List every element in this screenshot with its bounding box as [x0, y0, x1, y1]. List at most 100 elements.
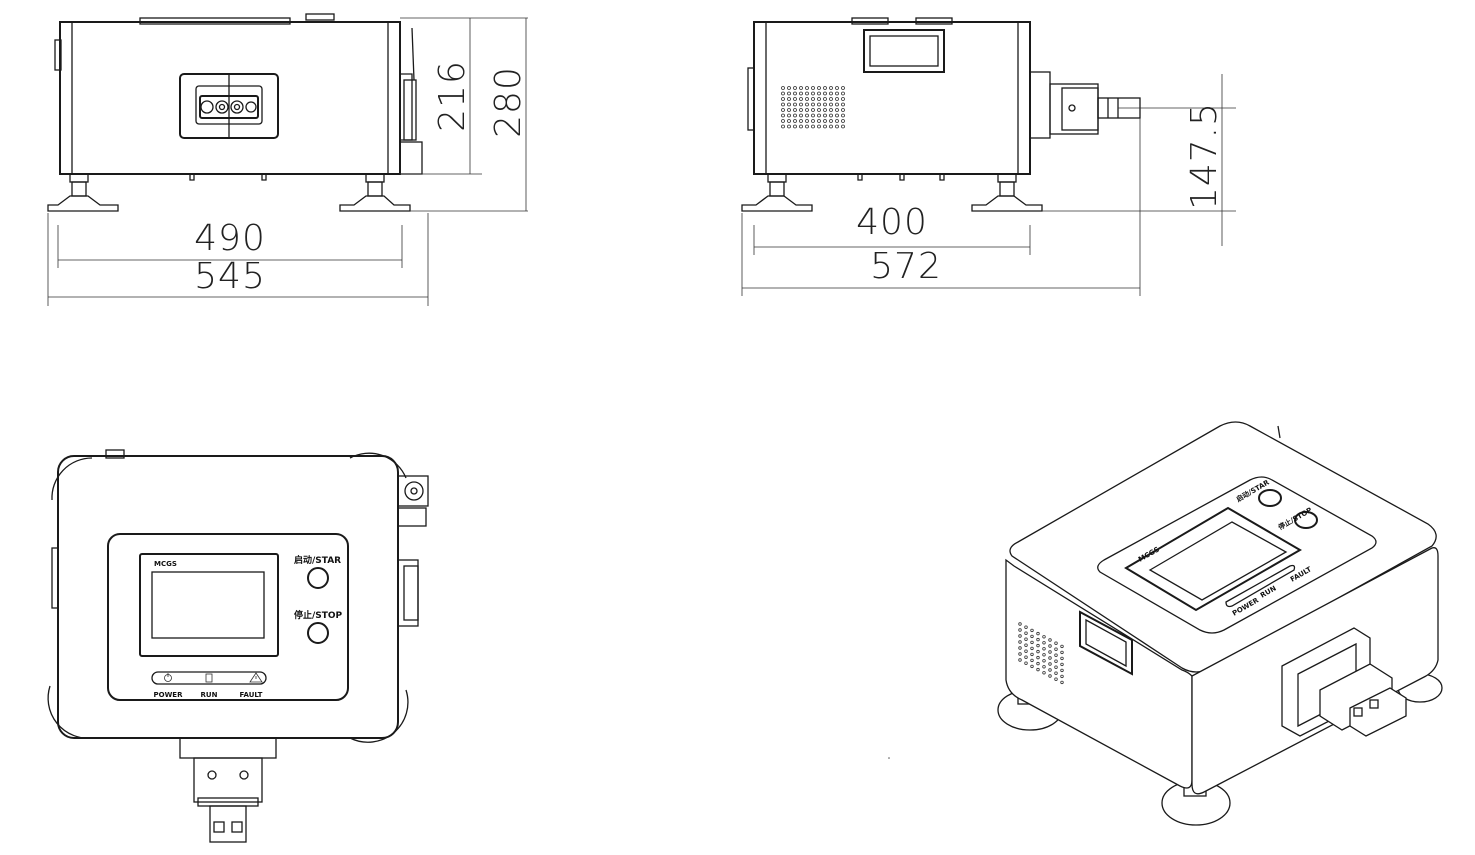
side-body: [753, 21, 1031, 175]
dim-front-width-inner: 490: [194, 218, 266, 259]
vent-hole: [799, 97, 803, 101]
front-foot-right: [339, 173, 411, 212]
vent-hole: [1030, 634, 1034, 639]
vent-hole: [793, 113, 797, 118]
vent-hole: [1048, 644, 1052, 648]
vent-hole: [1048, 638, 1052, 642]
vent-hole: [817, 102, 821, 107]
dim-side-connector-height: 147.5: [1184, 102, 1225, 210]
power-icon: [164, 673, 172, 682]
stray-mark: [888, 757, 890, 759]
dim-side-width-outer: 572: [870, 246, 942, 287]
vent-hole: [1030, 664, 1034, 669]
iso-stop-button[interactable]: [1294, 511, 1318, 529]
vent-hole: [1042, 647, 1046, 651]
stop-button[interactable]: [307, 622, 329, 644]
vent-hole: [1060, 656, 1064, 661]
vent-hole: [841, 86, 845, 90]
vent-hole: [829, 124, 833, 129]
vent-hole: [793, 91, 797, 96]
vent-hole: [811, 102, 815, 107]
vent-hole: [1060, 644, 1064, 649]
vent-hole: [1024, 637, 1028, 641]
vent-hole: [829, 119, 833, 123]
vent-hole: [1030, 640, 1034, 645]
hmi-screen: [151, 571, 265, 639]
vent-hole: [823, 86, 827, 90]
vent-hole: [823, 108, 827, 112]
vent-hole: [1018, 646, 1022, 650]
vent-hole: [799, 91, 803, 96]
vent-hole: [1042, 665, 1046, 669]
vent-hole: [835, 113, 839, 118]
vent-hole: [829, 113, 833, 118]
vent-hole: [787, 124, 791, 129]
vent-hole: [1042, 635, 1046, 639]
vent-hole: [1054, 671, 1058, 675]
vent-hole: [1024, 625, 1028, 629]
vent-hole: [1060, 668, 1064, 673]
vent-hole: [781, 86, 785, 90]
vent-hole: [841, 97, 845, 101]
start-button[interactable]: [307, 567, 329, 589]
vent-hole: [823, 97, 827, 101]
vent-hole: [805, 102, 809, 107]
vent-hole: [835, 91, 839, 96]
vent-hole: [811, 124, 815, 129]
vent-hole: [829, 102, 833, 107]
vent-hole: [1036, 667, 1040, 672]
vent-hole: [829, 97, 833, 101]
vent-hole: [787, 102, 791, 107]
vent-hole: [805, 113, 809, 118]
vent-hole: [1054, 677, 1058, 681]
indicator-power-label: POWER: [154, 691, 184, 699]
vent-hole: [1060, 662, 1064, 667]
vent-hole: [1048, 674, 1052, 678]
vent-hole: [811, 86, 815, 90]
vent-hole: [811, 108, 815, 112]
front-body: [59, 21, 401, 175]
vent-hole: [841, 113, 845, 118]
vent-hole: [1054, 647, 1058, 651]
vent-hole: [841, 108, 845, 112]
vent-hole: [781, 108, 785, 112]
vent-hole: [841, 91, 845, 96]
indicator-run-label: RUN: [201, 691, 218, 699]
vent-hole: [835, 124, 839, 129]
vent-hole: [781, 124, 785, 129]
vent-hole: [1030, 652, 1034, 657]
vent-hole: [781, 102, 785, 107]
control-panel: [107, 533, 349, 701]
vent-hole: [781, 113, 785, 118]
vent-hole: [1030, 646, 1034, 651]
side-foot-left: [741, 173, 813, 212]
vent-hole: [805, 86, 809, 90]
vent-hole: [1042, 659, 1046, 663]
vent-hole: [799, 119, 803, 123]
vent-hole: [835, 86, 839, 90]
iso-screen: [1148, 521, 1288, 601]
vent-hole: [793, 97, 797, 101]
vent-hole: [787, 108, 791, 112]
vent-hole: [1036, 649, 1040, 654]
screen-brand: MCGS: [154, 560, 177, 568]
vent-hole: [817, 124, 821, 129]
iso-start-button[interactable]: [1258, 489, 1282, 507]
vent-hole: [1024, 631, 1028, 635]
side-vent-grille: [781, 86, 845, 129]
vent-hole: [1024, 655, 1028, 659]
vent-hole: [1024, 661, 1028, 665]
vent-hole: [799, 102, 803, 107]
dim-side-width-inner: 400: [856, 202, 928, 243]
vent-hole: [787, 113, 791, 118]
vent-hole: [793, 124, 797, 129]
isometric-view: MCGS 启动/STAR 停止/STOP POWER RUN FAULT: [997, 421, 1443, 826]
hmi-screen-frame: [139, 553, 279, 657]
front-foot-left: [47, 173, 119, 212]
vent-hole: [817, 108, 821, 112]
vent-hole: [787, 97, 791, 101]
vent-hole: [835, 97, 839, 101]
vent-hole: [1054, 659, 1058, 663]
vent-hole: [1036, 631, 1040, 636]
